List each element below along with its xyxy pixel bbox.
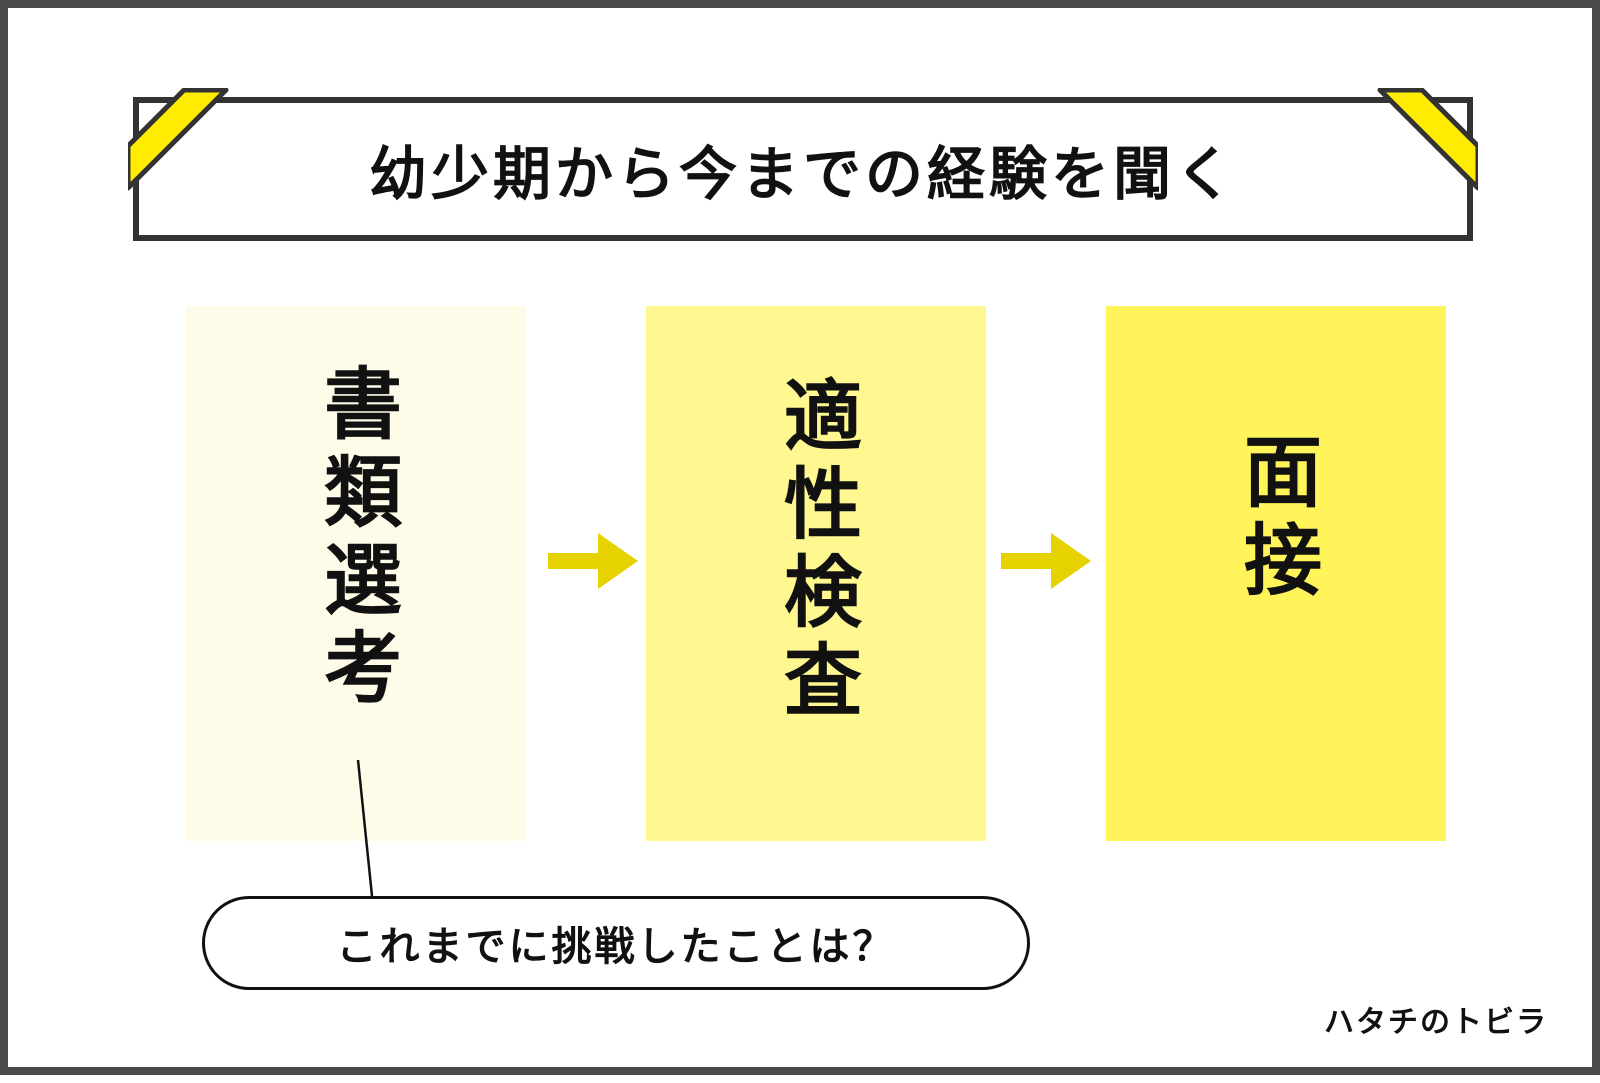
- callout-bubble: これまでに挑戦したことは？: [202, 896, 1030, 990]
- right-corner-tape: [1377, 88, 1478, 191]
- step-box-interview: 面接: [1106, 306, 1446, 841]
- step-box-document-screening: 書類選考: [186, 306, 526, 841]
- brand-logo: ハタチのトビラ: [1324, 1005, 1548, 1040]
- step-label-aptitude-test: 適性検査: [771, 375, 861, 727]
- title-banner-frame: [128, 88, 1478, 241]
- title-banner: 幼少期から今までの経験を聞く: [128, 88, 1478, 248]
- step-label-document-screening: 書類選考: [311, 362, 401, 715]
- step-label-interview: 面接: [1231, 430, 1321, 607]
- arrow-right-icon: [1001, 533, 1091, 589]
- page-title: 幼少期から今までの経験を聞く: [368, 140, 1237, 208]
- left-corner-tape: [128, 88, 229, 191]
- step-box-aptitude-test: 適性検査: [646, 306, 986, 841]
- arrow-right-icon: [548, 533, 638, 589]
